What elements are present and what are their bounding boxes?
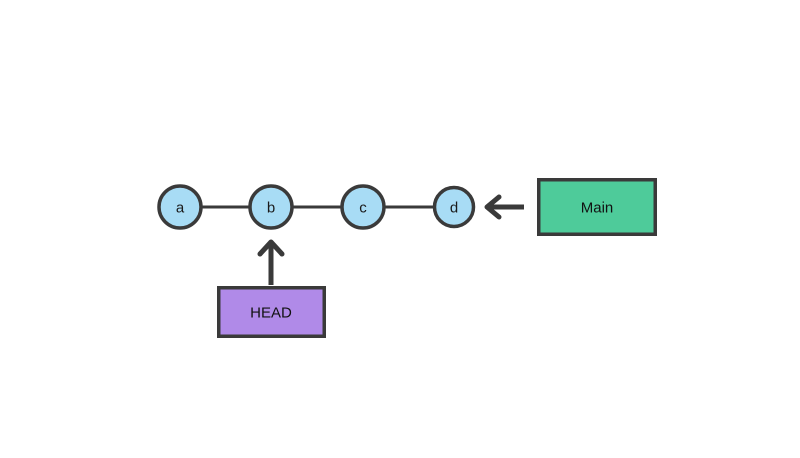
head-box-rect[interactable] [217, 286, 326, 338]
commit-circle-d[interactable] [432, 185, 476, 229]
branch-box-main-rect[interactable] [537, 178, 657, 236]
commit-circle-b[interactable] [248, 184, 294, 230]
commit-label-c: c [359, 200, 367, 217]
commit-label-a: a [176, 200, 185, 217]
branch-box-main-label: Main [581, 200, 614, 217]
head-box-label: HEAD [250, 305, 292, 322]
commit-label-b: b [267, 200, 275, 217]
commit-circle-c[interactable] [340, 184, 386, 230]
commit-node-c[interactable]: c [340, 184, 386, 230]
commit-circle-a[interactable] [157, 184, 203, 230]
arrow-up-head [257, 239, 285, 257]
arrow-up-icon [257, 239, 285, 285]
commit-node-b[interactable]: b [248, 184, 294, 230]
commit-label-d: d [450, 200, 458, 217]
branch-box-main[interactable]: Main [537, 178, 657, 236]
commit-node-a[interactable]: a [157, 184, 203, 230]
arrow-left-head [484, 194, 502, 220]
arrow-left-icon [484, 194, 524, 220]
commit-node-d[interactable]: d [432, 185, 476, 229]
head-box[interactable]: HEAD [217, 286, 326, 338]
